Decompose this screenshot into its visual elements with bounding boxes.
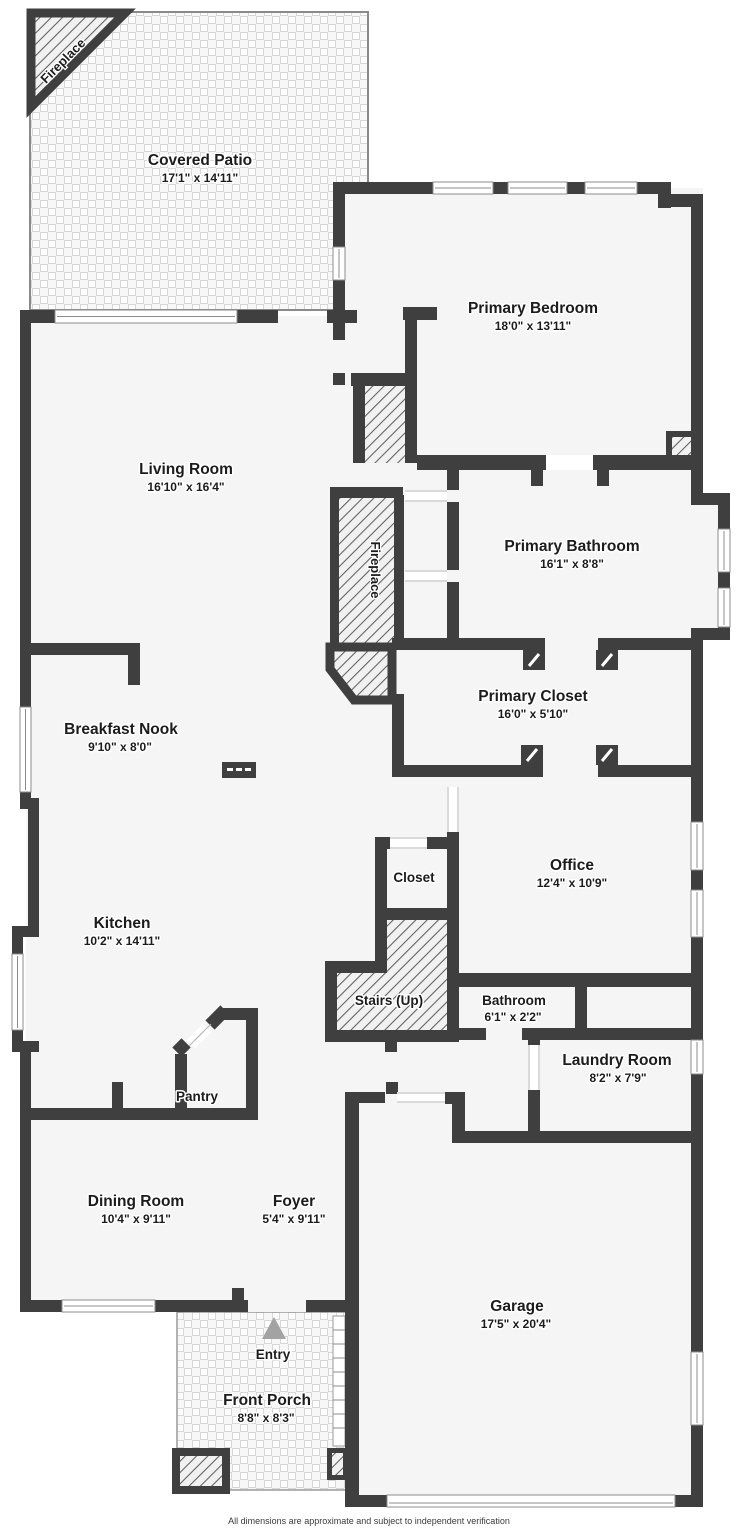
- window-icon: [584, 181, 638, 195]
- door-opening: [546, 455, 593, 470]
- jamb-icon: [596, 650, 618, 670]
- window-icon: [332, 246, 346, 281]
- walls: [12, 182, 730, 1507]
- room-dims-primary-closet: 16'0" x 5'10": [498, 707, 568, 721]
- window-icon: [690, 1351, 704, 1426]
- room-label-laundry-room: Laundry Room: [562, 1052, 671, 1069]
- window-icon: [432, 181, 494, 195]
- window-icon: [690, 1039, 704, 1075]
- window-icon: [507, 181, 568, 195]
- door-opening: [390, 837, 427, 849]
- room-dims-foyer: 5'4" x 9'11": [262, 1212, 325, 1226]
- room-label-dining-room: Dining Room: [88, 1193, 184, 1210]
- window-icon: [690, 889, 704, 938]
- door-opening: [397, 1092, 445, 1103]
- room-label-primary-bedroom: Primary Bedroom: [468, 300, 598, 317]
- porch-pillar-icon: [172, 1448, 348, 1494]
- room-dims-kitchen: 10'2" x 14'11": [84, 934, 160, 948]
- porch-steps-icon: [332, 1315, 346, 1447]
- window-icon: [717, 587, 731, 628]
- room-dims-primary-bedroom: 18'0" x 13'11": [495, 319, 571, 333]
- disclaimer-text: All dimensions are approximate and subje…: [228, 1516, 510, 1526]
- room-label-foyer: Foyer: [273, 1193, 315, 1210]
- room-label-living-room: Living Room: [139, 461, 233, 478]
- jamb-icon: [521, 745, 543, 765]
- cooktop-icon: [222, 762, 256, 778]
- room-label-closet: Closet: [393, 870, 435, 885]
- entry-arrow-icon: [262, 1317, 286, 1339]
- window-icon: [690, 821, 704, 871]
- room-label-stairs: Stairs (Up): [355, 993, 423, 1008]
- room-label-entry: Entry: [256, 1347, 291, 1362]
- door-openings: [390, 455, 593, 1103]
- patio-fireplace-icon: [26, 8, 136, 118]
- jamb-icon: [596, 745, 618, 765]
- room-label-primary-closet: Primary Closet: [478, 688, 587, 705]
- living-fireplace-label: Fireplace: [368, 541, 383, 598]
- room-dims-living-room: 16'10" x 16'4": [147, 480, 224, 494]
- jamb-blocks: [521, 650, 618, 765]
- room-dims-front-porch: 8'8" x 8'3": [237, 1411, 294, 1425]
- room-label-primary-bathroom: Primary Bathroom: [504, 538, 639, 555]
- stairs-icon: [337, 920, 447, 1030]
- room-dims-dining-room: 10'4" x 9'11": [101, 1212, 171, 1226]
- window-icon: [61, 1299, 156, 1313]
- room-label-kitchen: Kitchen: [94, 915, 151, 932]
- window-icon: [11, 953, 24, 1031]
- room-dims-bathroom: 6'1" x 2'2": [484, 1010, 541, 1024]
- room-dims-office: 12'4" x 10'9": [537, 876, 607, 890]
- living-fireplace-icon: [339, 498, 394, 644]
- room-dims-primary-bathroom: 16'1" x 8'8": [540, 557, 604, 571]
- room-dims-garage: 17'5" x 20'4": [481, 1317, 551, 1331]
- window-icon: [54, 309, 238, 324]
- room-label-pantry: Pantry: [176, 1089, 219, 1104]
- room-dims-covered-patio: 17'1" x 14'11": [162, 171, 238, 185]
- room-dims-laundry-room: 8'2" x 7'9": [589, 1071, 646, 1085]
- door-opening: [528, 1045, 540, 1090]
- door-opening: [447, 787, 459, 832]
- room-label-breakfast-nook: Breakfast Nook: [64, 721, 178, 738]
- interior-floors: [26, 188, 730, 1507]
- room-label-covered-patio: Covered Patio: [148, 152, 252, 169]
- garage-door-icon: [386, 1494, 676, 1508]
- chimney-chase-icon: [365, 386, 405, 463]
- room-label-office: Office: [550, 857, 594, 874]
- window-icon: [19, 706, 32, 793]
- door-opening: [405, 570, 447, 582]
- room-label-garage: Garage: [490, 1298, 544, 1315]
- windows: [11, 181, 731, 1508]
- room-label-bathroom: Bathroom: [482, 993, 546, 1008]
- pantry-angled-wall: [172, 1005, 230, 1057]
- front-porch-area: [172, 1311, 349, 1494]
- window-icon: [717, 528, 731, 573]
- jamb-icon: [523, 650, 545, 670]
- door-opening: [405, 490, 447, 502]
- room-label-front-porch: Front Porch: [223, 1392, 311, 1409]
- fireplace-corner-icon: [325, 642, 397, 705]
- room-dims-breakfast-nook: 9'10" x 8'0": [88, 740, 152, 754]
